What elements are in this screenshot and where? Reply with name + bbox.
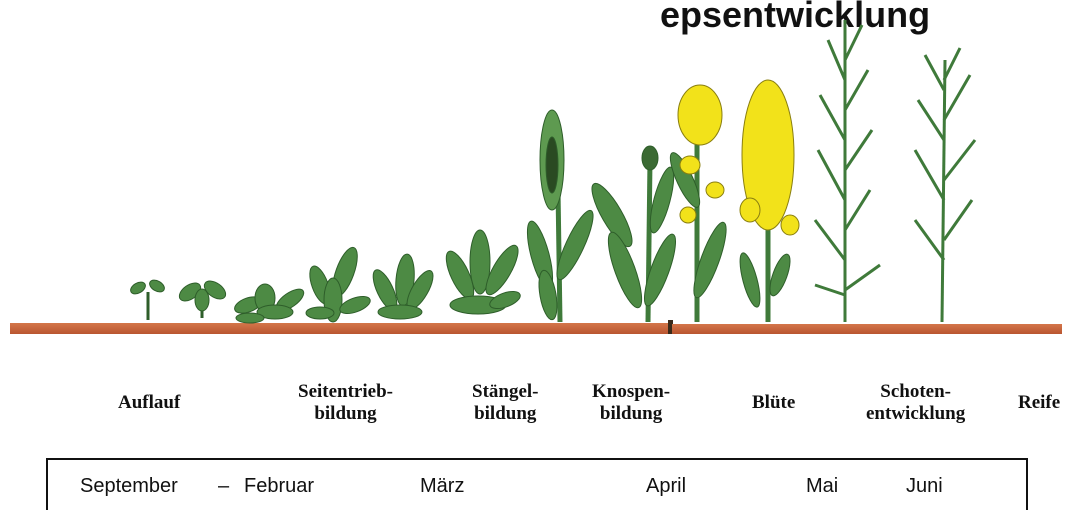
plant-auflauf xyxy=(129,278,167,320)
plant-bluete-2 xyxy=(736,80,799,322)
stage-label-knospen: Knospen- bildung xyxy=(592,381,670,425)
stage-label-line2: bildung xyxy=(592,403,670,425)
plant-rosette-1 xyxy=(176,277,229,318)
plant-knospenbildung xyxy=(585,146,681,322)
stage-label-schoten: Schoten- entwicklung xyxy=(866,381,965,425)
month-februar: Februar xyxy=(244,475,314,498)
month-maerz: März xyxy=(420,475,464,498)
soil-strip-right xyxy=(672,324,1062,334)
stage-label-line1: Stängel- xyxy=(472,381,539,403)
stage-label-reife: Reife xyxy=(1018,392,1060,414)
plant-seitentrieb-1 xyxy=(306,244,373,322)
stage-label-line1: Seitentrieb- xyxy=(298,381,393,403)
stage-label-line2: bildung xyxy=(298,403,393,425)
stage-label-line1: Knospen- xyxy=(592,381,670,403)
month-april: April xyxy=(646,475,686,498)
plant-seitentrieb-2 xyxy=(368,253,437,319)
stage-label-staengel: Stängel- bildung xyxy=(472,381,539,425)
plant-rosette-2 xyxy=(232,284,307,323)
stage-label-seitentrieb: Seitentrieb- bildung xyxy=(298,381,393,425)
plant-seitentrieb-3 xyxy=(441,230,524,314)
month-mai: Mai xyxy=(806,475,838,498)
stage-label-line1: Auflauf xyxy=(118,392,180,414)
stage-label-line1: Schoten- xyxy=(866,381,965,403)
plant-bluete-1 xyxy=(665,85,732,322)
plant-schotenentwicklung xyxy=(815,20,880,322)
month-juni: Juni xyxy=(906,475,943,498)
stage-label-line2: entwicklung xyxy=(866,403,965,425)
soil-strip-left xyxy=(10,323,670,334)
month-september: September xyxy=(80,475,178,498)
plant-development-illustration xyxy=(0,0,1080,360)
stage-label-auflauf: Auflauf xyxy=(118,392,180,414)
month-dash: – xyxy=(218,475,229,498)
month-timeline-box xyxy=(46,458,1028,510)
plant-reife xyxy=(915,48,975,322)
stage-label-line2: bildung xyxy=(472,403,539,425)
stage-label-line1: Blüte xyxy=(752,392,795,414)
stage-label-line1: Reife xyxy=(1018,392,1060,414)
plant-staengelbildung xyxy=(522,110,599,322)
stage-label-bluete: Blüte xyxy=(752,392,795,414)
